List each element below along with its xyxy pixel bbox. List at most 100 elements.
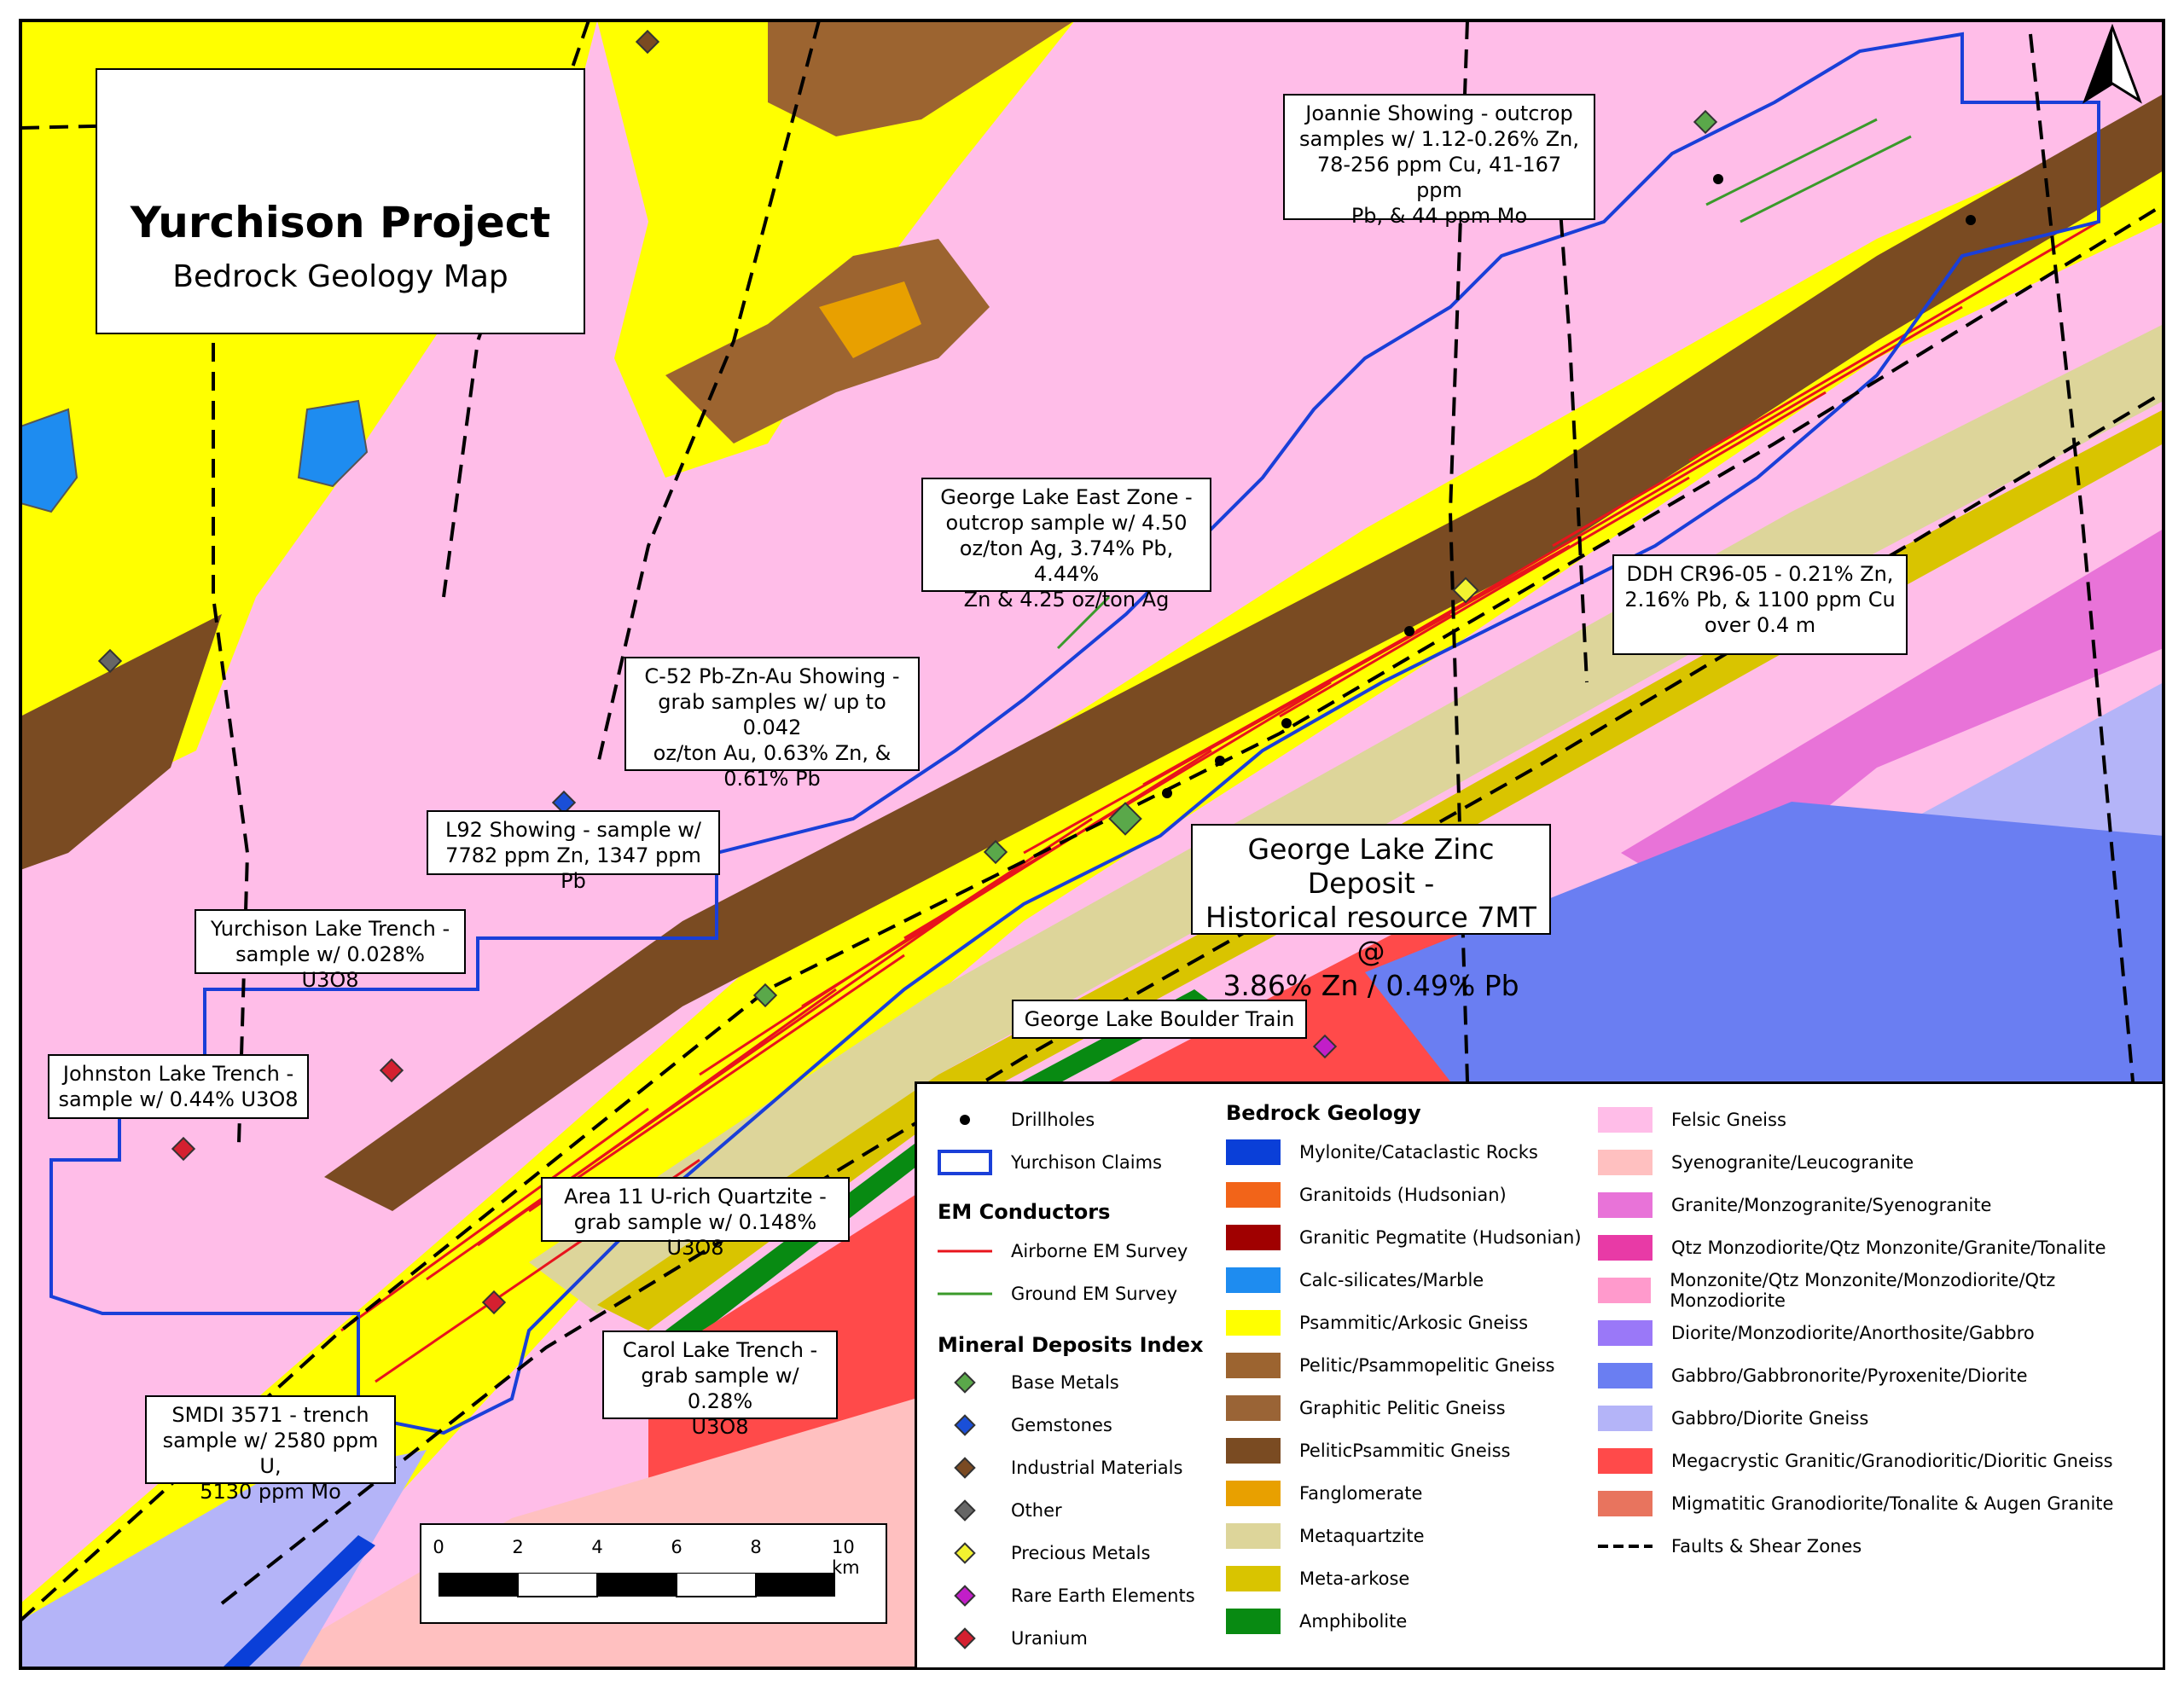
gabbro-gabbronorite-area [1365, 802, 2164, 1081]
legend-em-heading: EM Conductors [938, 1200, 1111, 1224]
map-title: Yurchison Project [130, 198, 551, 247]
legend-geo-item: Granitoids (Hudsonian) [1226, 1178, 1507, 1212]
geology-swatch [1598, 1107, 1653, 1133]
legend-geo-item: Pelitic/Psammopelitic Gneiss [1226, 1348, 1555, 1383]
callout-george-lake-deposit: George Lake Zinc Deposit -Historical res… [1191, 824, 1551, 1002]
geology-swatch [1598, 1235, 1653, 1261]
base-metal-symbol [1108, 802, 1142, 836]
gabbro-diorite-gneiss-south [20, 1450, 427, 1668]
legend-em-ground: Ground EM Survey [938, 1277, 1177, 1311]
geology-swatch [1226, 1225, 1281, 1250]
geology-swatch [1598, 1320, 1653, 1346]
scale-bar: 0 2 4 6 8 10 km [420, 1523, 887, 1624]
geology-swatch [1598, 1363, 1653, 1388]
mineral-deposit-symbols [97, 29, 1718, 1315]
map-subtitle: Bedrock Geology Map [172, 259, 508, 294]
legend-geo-item: Amphibolite [1226, 1604, 1407, 1638]
callout-c52: C-52 Pb-Zn-Au Showing -grab samples w/ u… [624, 657, 920, 791]
legend-mdi-industrial: Industrial Materials [938, 1451, 1182, 1485]
legend-geo-item: Megacrystic Granitic/Granodioritic/Diori… [1598, 1444, 2113, 1478]
callout-yurchison-lake: Yurchison Lake Trench -sample w/ 0.028% … [195, 909, 466, 992]
precious-diamond-icon [938, 1540, 992, 1566]
pelitic-gneiss-blob [665, 239, 990, 443]
callout-george-east: George Lake East Zone -outcrop sample w/… [921, 478, 1211, 612]
geology-swatch [1226, 1609, 1281, 1634]
rare-earth-diamond-icon [938, 1583, 992, 1609]
legend: Drillholes Yurchison Claims EM Conductor… [915, 1081, 2165, 1670]
uranium-symbol [379, 1058, 404, 1083]
legend-claims: Yurchison Claims [938, 1145, 1162, 1180]
geology-swatch [1226, 1481, 1281, 1506]
scale-tick: 10 km [832, 1537, 860, 1578]
legend-em-airborne: Airborne EM Survey [938, 1234, 1188, 1268]
legend-geo-item: Mylonite/Cataclastic Rocks [1226, 1135, 1538, 1169]
callout-l92: L92 Showing - sample w/7782 ppm Zn, 1347… [427, 810, 720, 893]
pelitic-psammitic-gneiss-main [324, 94, 2164, 1211]
geology-swatch [1598, 1278, 1652, 1303]
legend-geo-item: Fanglomerate [1226, 1476, 1422, 1510]
geology-swatch [1226, 1353, 1281, 1378]
geology-swatch [1226, 1566, 1281, 1591]
lake-2 [297, 399, 369, 488]
legend-mdi-gemstones: Gemstones [938, 1408, 1112, 1442]
geology-swatch [1598, 1150, 1653, 1175]
geology-swatch [1226, 1182, 1281, 1208]
callout-carol: Carol Lake Trench -grab sample w/ 0.28%U… [602, 1330, 838, 1439]
legend-geo-item: Gabbro/Gabbronorite/Pyroxenite/Diorite [1598, 1359, 2028, 1393]
legend-geo-item: Felsic Gneiss [1598, 1103, 1786, 1137]
geology-swatch [1226, 1267, 1281, 1293]
scale-bar-graphic [439, 1573, 835, 1597]
granite-monzogranite-area [1621, 529, 2164, 904]
base-metal-symbol [1693, 109, 1718, 135]
uranium-diamond-icon [938, 1626, 992, 1651]
ground-em-conductors [1056, 118, 1912, 650]
legend-geo-item: Calc-silicates/Marble [1226, 1263, 1484, 1297]
geology-swatch [1226, 1139, 1281, 1165]
legend-mdi-uranium: Uranium [938, 1621, 1088, 1655]
industrial-diamond-icon [938, 1455, 992, 1481]
scale-tick: 8 [750, 1537, 762, 1557]
other-diamond-icon [938, 1498, 992, 1523]
lake-1 [20, 408, 78, 513]
claims-swatch [938, 1150, 992, 1175]
legend-drillholes: Drillholes [938, 1103, 1095, 1137]
geology-swatch [1598, 1192, 1653, 1218]
legend-geo-item: Graphitic Pelitic Gneiss [1226, 1391, 1506, 1425]
geology-swatch [1226, 1523, 1281, 1549]
scale-tick: 0 [433, 1537, 444, 1557]
scale-tick: 2 [512, 1537, 524, 1557]
precious-metal-symbol [1452, 577, 1479, 604]
legend-geo-item: Monzonite/Qtz Monzonite/Monzodiorite/Qtz… [1598, 1270, 2163, 1311]
legend-geo-item: Syenogranite/Leucogranite [1598, 1145, 1914, 1180]
geology-swatch [1226, 1310, 1281, 1336]
legend-geo-item: PeliticPsammitic Gneiss [1226, 1434, 1510, 1468]
legend-mdi-base-metals: Base Metals [938, 1365, 1119, 1400]
legend-faults: Faults & Shear Zones [1598, 1529, 1862, 1563]
legend-geo-item: Granitic Pegmatite (Hudsonian) [1226, 1220, 1582, 1255]
callout-boulder: George Lake Boulder Train [1012, 1000, 1307, 1039]
legend-geo-item: Psammitic/Arkosic Gneiss [1226, 1306, 1528, 1340]
pelitic-gneiss-north [768, 20, 1075, 136]
callout-ddh: DDH CR96-05 - 0.21% Zn,2.16% Pb, & 1100 … [1612, 554, 1908, 655]
base-metal-symbol [983, 839, 1008, 865]
airborne-em-line-icon [938, 1238, 992, 1264]
uranium-symbol [481, 1290, 507, 1315]
fanglomerate-area [819, 281, 921, 358]
geology-swatch [1598, 1491, 1653, 1516]
geology-swatch [1598, 1448, 1653, 1474]
ground-em-line-icon [938, 1281, 992, 1307]
legend-geology-heading: Bedrock Geology [1226, 1101, 1421, 1125]
drillhole-icon [938, 1107, 992, 1133]
legend-mdi-other: Other [938, 1493, 1062, 1528]
mylonite-band [222, 1535, 375, 1668]
legend-geo-item: Diorite/Monzodiorite/Anorthosite/Gabbro [1598, 1316, 2035, 1350]
title-box: Yurchison Project Bedrock Geology Map [96, 68, 585, 334]
gemstone-symbol [551, 790, 577, 815]
callout-area11: Area 11 U-rich Quartzite -grab sample w/… [541, 1177, 850, 1260]
base-metal-symbol [752, 983, 778, 1008]
legend-geo-item: Migmatitic Granodiorite/Tonalite & Augen… [1598, 1487, 2113, 1521]
gemstones-diamond-icon [938, 1412, 992, 1438]
legend-mdi-heading: Mineral Deposits Index [938, 1333, 1204, 1357]
geology-swatch [1598, 1406, 1653, 1431]
